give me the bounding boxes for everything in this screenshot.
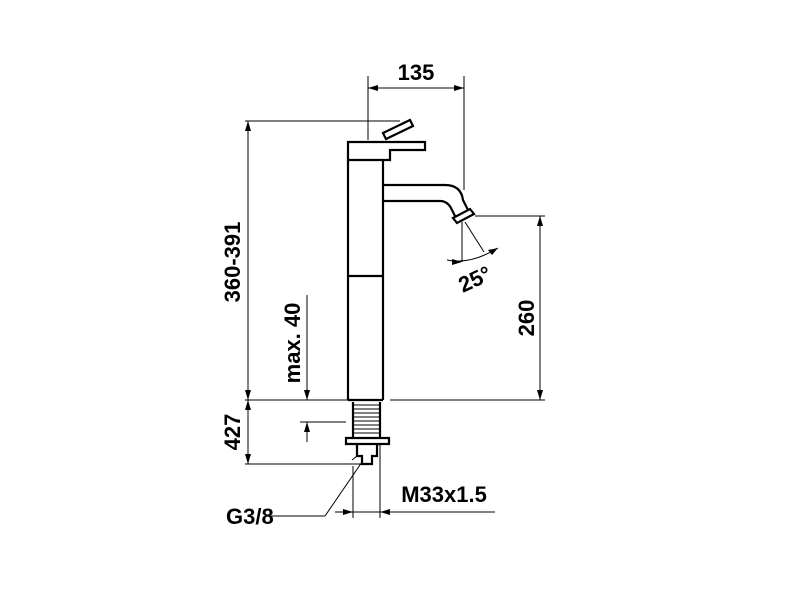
dim-spout-reach: 135 xyxy=(367,60,465,190)
spout-angle-label: 25° xyxy=(454,261,495,298)
spout xyxy=(383,183,469,217)
dim-spout-height: 260 xyxy=(390,215,545,401)
upper-column xyxy=(346,160,385,276)
lever-handle xyxy=(381,118,415,141)
threaded-shank xyxy=(351,402,382,438)
thread-marks xyxy=(353,404,380,434)
dim-total-height: 360-391 xyxy=(220,120,400,401)
dim-connection-size: G3/8 xyxy=(226,461,363,529)
spout-aerator xyxy=(451,207,476,225)
dim-thread-size: M33x1.5 xyxy=(335,444,495,518)
faucet-outline xyxy=(344,118,476,466)
supply-connector xyxy=(355,444,379,466)
shank-length-label: 427 xyxy=(220,414,245,451)
dim-spout-angle: 25° xyxy=(446,221,499,298)
dim-shank-length: 427 xyxy=(220,400,362,465)
dim-max-thickness: max. 40 xyxy=(280,295,346,442)
max-thickness-label: max. 40 xyxy=(280,303,305,384)
connector-nut xyxy=(351,455,358,461)
total-height-label: 360-391 xyxy=(220,222,245,303)
thread-size-label: M33x1.5 xyxy=(401,482,487,507)
spout-reach-label: 135 xyxy=(398,60,435,85)
connection-size-label: G3/8 xyxy=(226,504,274,529)
lower-column xyxy=(346,276,385,400)
fixing-nut xyxy=(344,436,391,446)
spout-height-label: 260 xyxy=(514,300,539,337)
mixer-cap xyxy=(346,140,427,162)
